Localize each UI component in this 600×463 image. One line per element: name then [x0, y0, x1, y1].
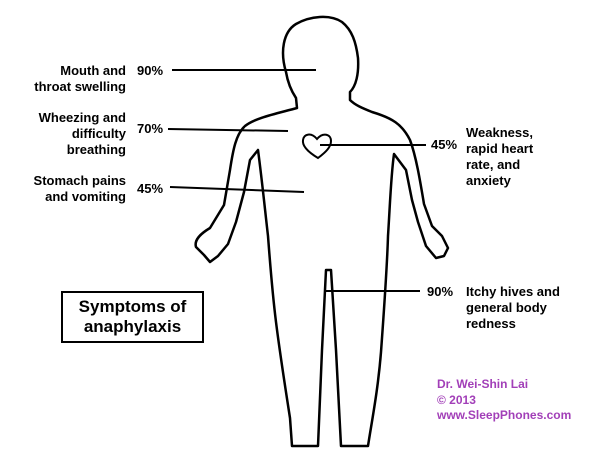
symptom-percent-mouth: 90% — [137, 63, 164, 78]
leader-line-stomach — [169, 186, 305, 193]
symptom-percent-hives: 90% — [427, 284, 454, 299]
credit-block: Dr. Wei-Shin Lai © 2013 www.SleepPhones.… — [437, 377, 571, 424]
credit-author: Dr. Wei-Shin Lai — [437, 377, 529, 391]
symptom-percent-stomach: 45% — [137, 181, 164, 196]
credit-year: © 2013 — [437, 392, 476, 407]
symptom-percent-heart: 45% — [431, 137, 458, 152]
credit-website: www.SleepPhones.com — [437, 408, 572, 422]
leader-line-wheezing — [167, 128, 289, 132]
human-body-outline — [194, 15, 450, 448]
heart-icon — [301, 133, 333, 160]
symptom-percent-wheezing: 70% — [137, 121, 164, 136]
